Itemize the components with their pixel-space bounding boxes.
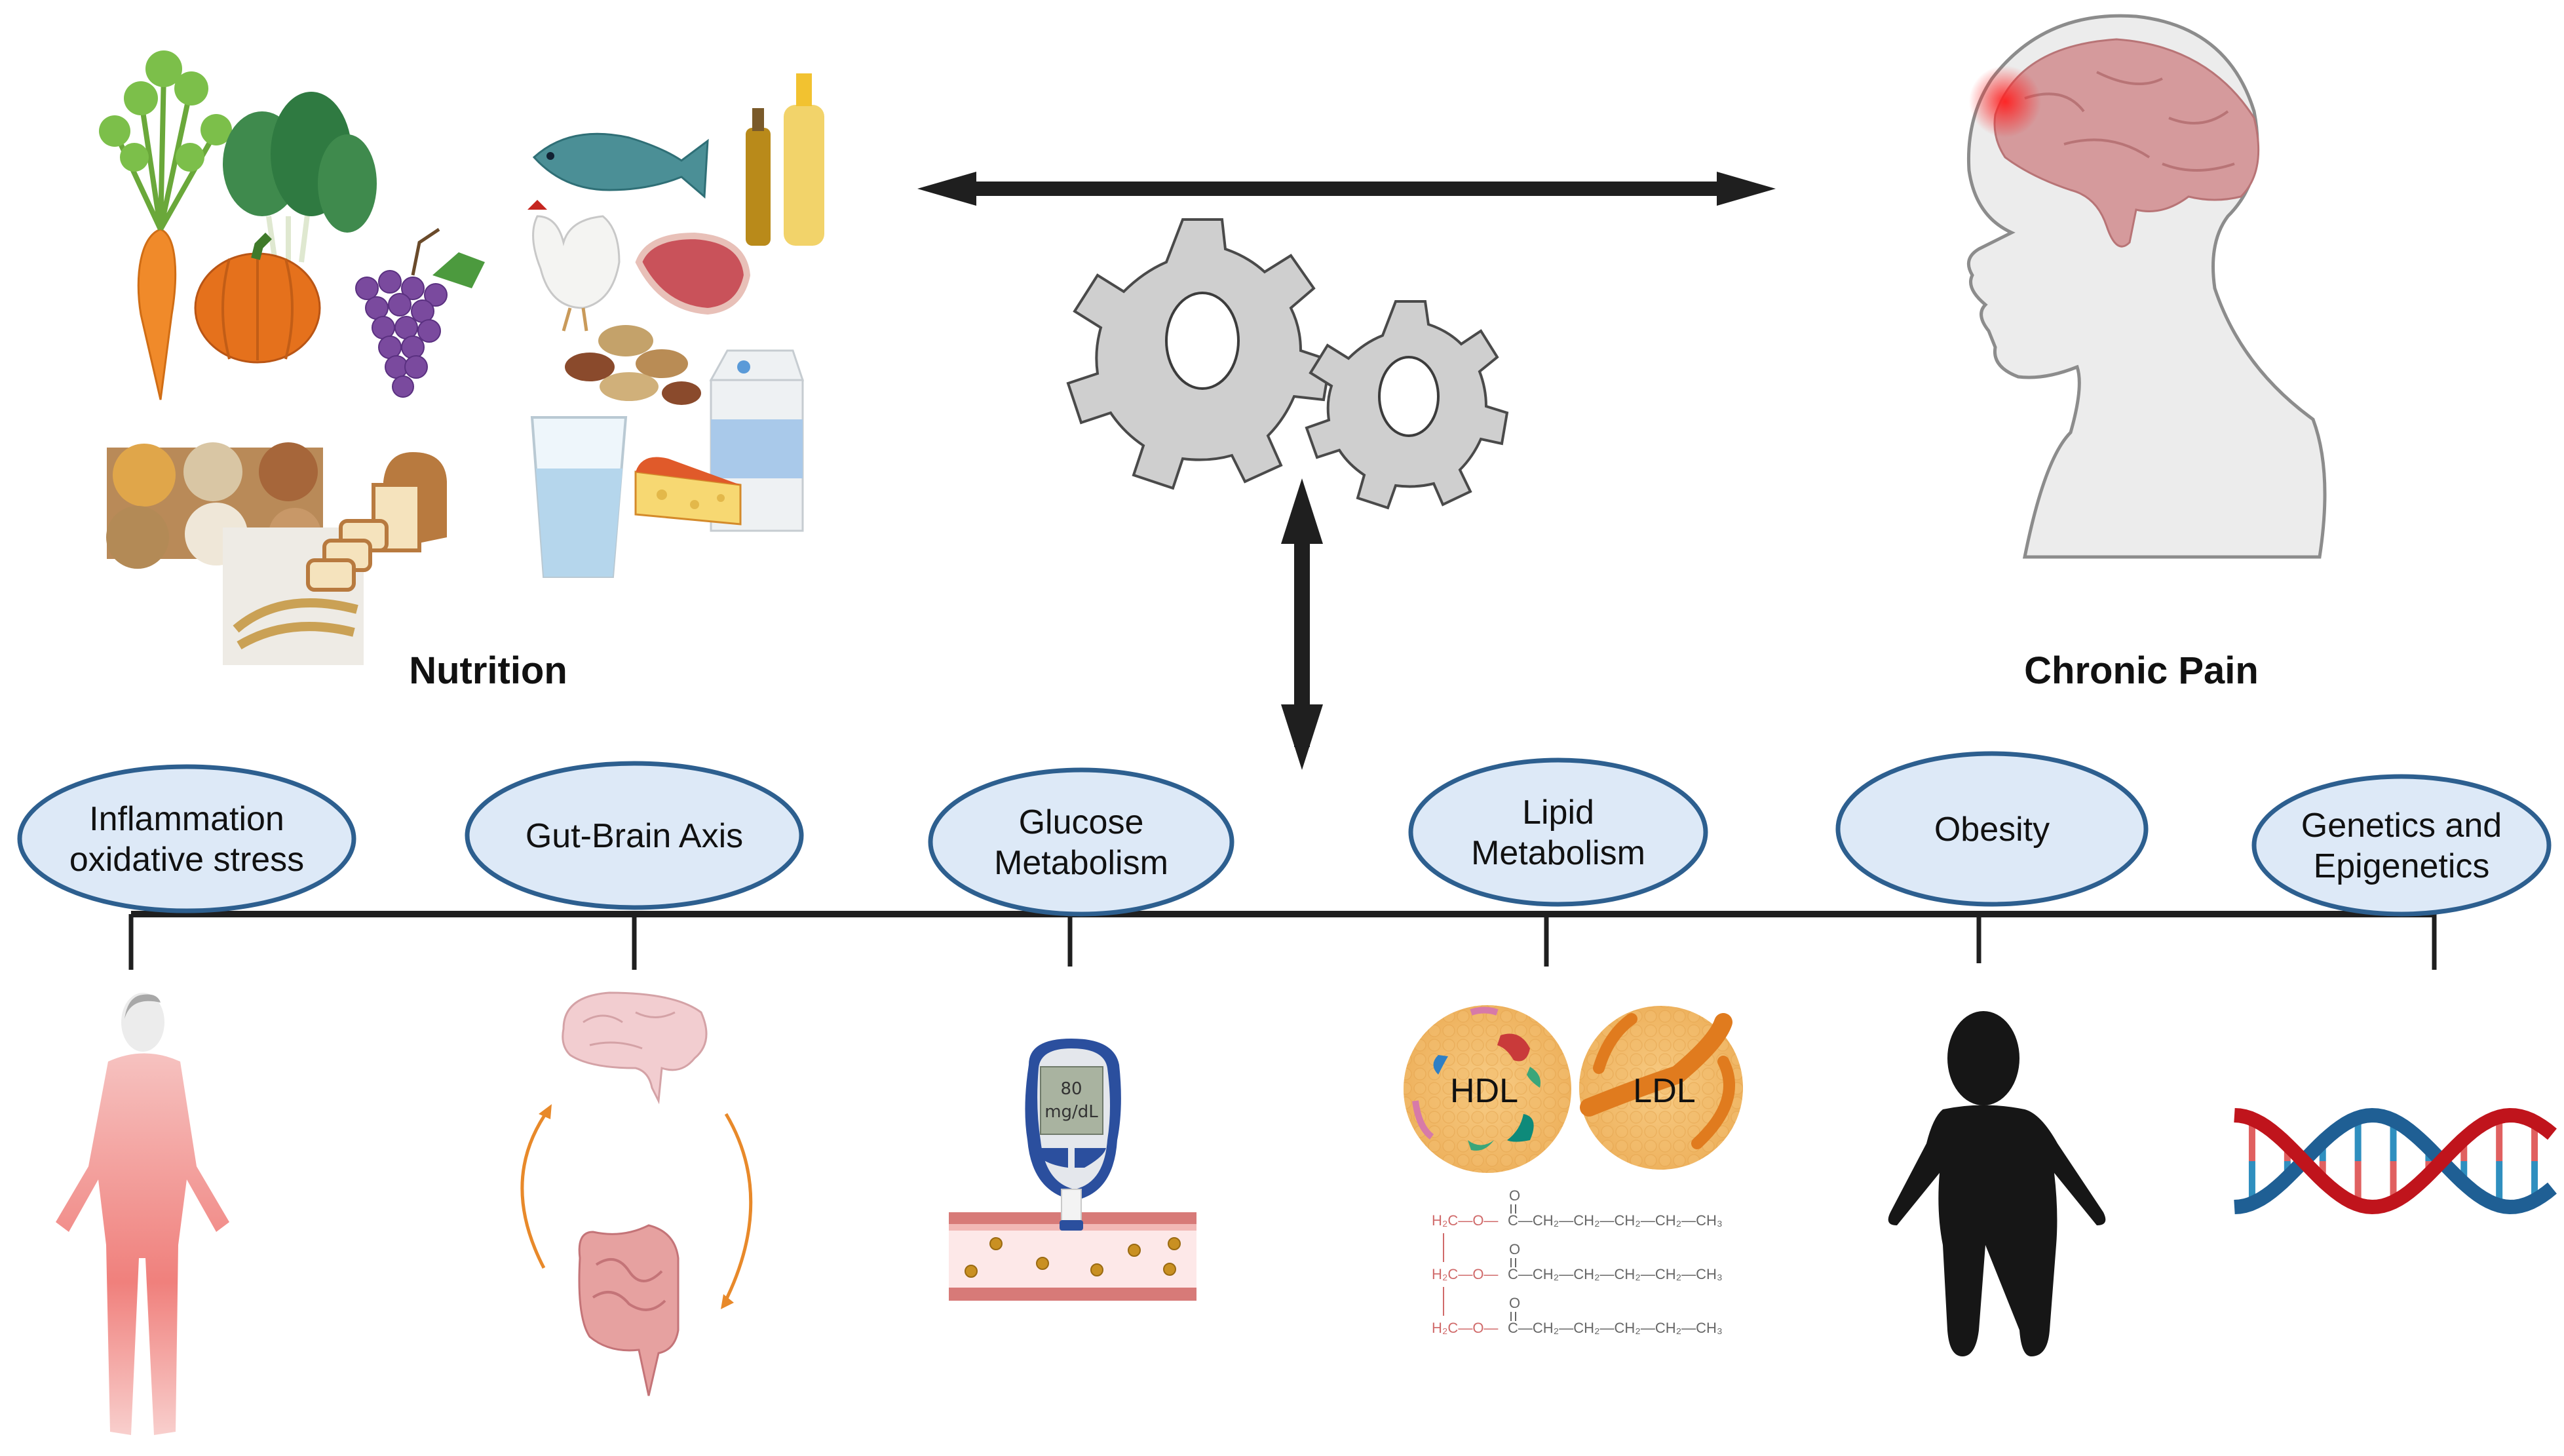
factor-ellipse — [17, 764, 356, 913]
factor-label: Lipid — [1522, 794, 1594, 832]
inflamed-body-icon — [56, 993, 229, 1435]
intestine-icon — [578, 1224, 679, 1396]
factor-label: Obesity — [1934, 811, 2050, 849]
hdl-particle: HDL — [1404, 1005, 1571, 1173]
factor-label: Epigenetics — [2314, 847, 2490, 885]
meat-icon — [635, 232, 751, 315]
chronic-pain-heading: Chronic Pain — [2024, 649, 2259, 692]
timeline — [128, 911, 2437, 970]
double-bond — [1510, 1312, 1516, 1321]
fatty-acid-chain: C—CH₂—CH₂—CH₂—CH₂—CH₃ — [1508, 1212, 1723, 1229]
oil-bottles-icon — [746, 73, 824, 246]
head-brain-pain-illustration — [1966, 14, 2327, 559]
factor-ellipse — [1408, 757, 1708, 907]
factor-label: Metabolism — [1471, 834, 1645, 872]
factor-label: Inflammation — [89, 800, 284, 838]
bread-icon — [306, 452, 447, 592]
factor-label: Metabolism — [994, 844, 1168, 882]
nutrition-illustration — [99, 50, 824, 665]
grains-icon — [106, 442, 364, 665]
water-glass-icon — [530, 416, 628, 578]
factor-ellipse — [2251, 774, 2552, 917]
spinach-icon — [223, 92, 377, 263]
ldl-particle: LDL — [1579, 1006, 1743, 1170]
factor-label: oxidative stress — [69, 841, 304, 879]
brain-to-gut-arrow — [722, 1113, 753, 1305]
dna-strand-blue — [2234, 1107, 2557, 1215]
glucometer-screen — [1040, 1066, 1103, 1135]
factor-ellipse — [928, 767, 1234, 917]
factor-node-gut-brain: Gut-Brain Axis — [465, 761, 804, 910]
glucometer-icon: 80 mg/dL — [949, 1039, 1196, 1301]
pain-glow — [1969, 66, 2041, 138]
double-bond — [1510, 1258, 1516, 1267]
glycerol-backbone: H₂C—O— — [1432, 1212, 1498, 1229]
carrot-icon — [99, 50, 232, 400]
factor-label: Gut-Brain Axis — [526, 817, 743, 855]
carbonyl-oxygen: O — [1509, 1295, 1520, 1311]
gut-to-brain-arrow — [520, 1107, 551, 1269]
triglyceride-structure: O H₂C—O— C—CH₂—CH₂—CH₂—CH₂—CH₃ O H₂C—O— C—CH₂… — [1432, 1187, 1723, 1336]
cheese-icon — [634, 457, 742, 526]
chicken-icon — [527, 200, 621, 332]
dna-icon — [2234, 1107, 2557, 1215]
carbonyl-oxygen: O — [1509, 1241, 1520, 1257]
factor-label: Glucose — [1019, 803, 1144, 841]
factor-node-obesity: Obesity — [1835, 751, 2149, 907]
glycerol-backbone: H₂C—O— — [1432, 1266, 1498, 1282]
fatty-acid-chain: C—CH₂—CH₂—CH₂—CH₂—CH₃ — [1508, 1320, 1723, 1336]
glucose-unit: mg/dL — [1044, 1102, 1098, 1122]
gears-icon — [1066, 218, 1509, 510]
glucose-molecules — [965, 1237, 1181, 1278]
nutrition-heading: Nutrition — [409, 649, 567, 692]
double-bond — [1510, 1204, 1516, 1214]
dna-strand-red — [2234, 1107, 2557, 1215]
grapes-icon — [355, 227, 485, 398]
obese-person-icon — [1888, 1011, 2106, 1356]
glycerol-backbone: H₂C—O— — [1432, 1320, 1498, 1336]
carbonyl-oxygen: O — [1509, 1187, 1520, 1204]
fatty-acid-chain: C—CH₂—CH₂—CH₂—CH₂—CH₃ — [1508, 1266, 1723, 1282]
ldl-label: LDL — [1633, 1072, 1695, 1110]
milk-carton-icon — [709, 349, 805, 532]
hdl-label: HDL — [1450, 1072, 1518, 1110]
factor-label: Genetics and — [2301, 807, 2502, 845]
bidirectional-arrow-horizontal — [917, 172, 1776, 206]
glucose-value: 80 — [1060, 1079, 1082, 1099]
lipoprotein-icon: HDL LDL — [1404, 1005, 1743, 1173]
nuts-icon — [565, 325, 701, 405]
gut-brain-cycle-icon — [520, 991, 753, 1396]
bidirectional-arrow-vertical — [1281, 478, 1323, 770]
fish-icon — [532, 132, 709, 199]
factor-ellipse — [465, 761, 804, 910]
factor-ellipse — [1835, 751, 2149, 907]
pumpkin-icon — [194, 233, 321, 364]
